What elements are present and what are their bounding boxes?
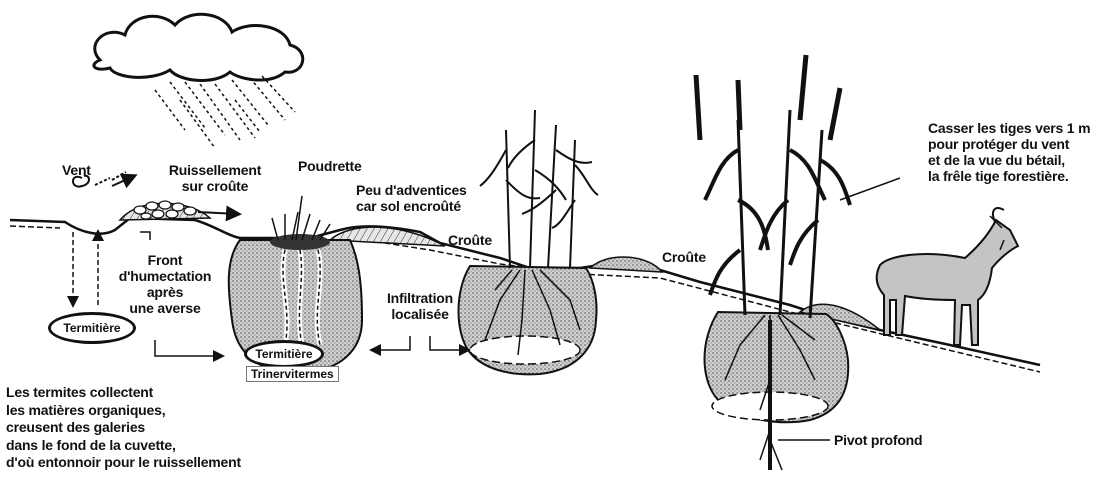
rain-cloud [94,14,303,148]
goat-illustration [877,208,1018,345]
label-casser-tiges: Casser les tiges vers 1 m pour protéger … [928,120,1090,184]
label-termites-explanation: Les termites collectent les matières org… [6,384,241,472]
label-croute-1: Croûte [448,232,492,248]
termite-galleries-left [73,232,98,305]
label-front-humectation: Front d'humectation après une averse [110,252,220,316]
label-vent: Vent [62,162,91,178]
label-ruissellement: Ruissellement sur croûte [160,162,270,194]
label-pivot-profond: Pivot profond [834,432,922,448]
planting-pit-2 [458,266,596,374]
termite-mound-left: Termitière [48,312,136,344]
planting-pit-3 [705,312,849,470]
termite-mound-pit: Termitière [244,340,324,368]
label-trinervitermes: Trinervitermes [246,366,339,382]
label-croute-2: Croûte [662,249,706,265]
sorghum-plants-tall [696,55,850,318]
label-infiltration: Infiltration localisée [380,290,460,322]
millet-plants-small [480,110,598,268]
label-adventices: Peu d'adventices car sol encroûté [356,182,467,214]
label-poudrette: Poudrette [298,158,362,174]
